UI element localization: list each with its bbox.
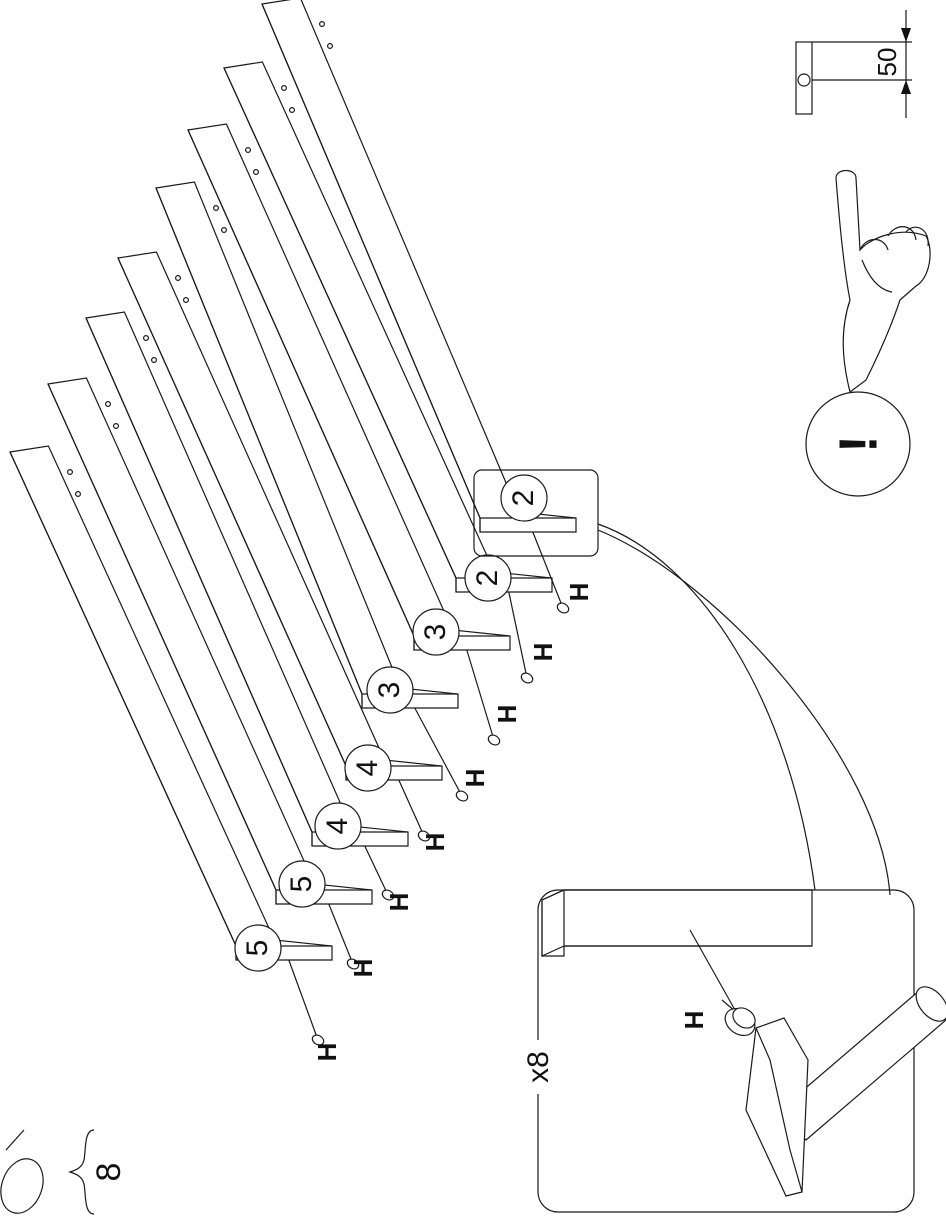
dowel-hole (151, 357, 158, 364)
dowel-hole (319, 21, 326, 28)
brace-icon (68, 1129, 95, 1215)
dowel-hole (183, 297, 190, 304)
board-7: H2 (223, 61, 558, 684)
dowel-hole (281, 84, 288, 91)
board-number-badge (412, 608, 460, 656)
board-number-badge (234, 924, 282, 972)
dimension-value: 50 (872, 48, 902, 77)
part-label: H (384, 893, 414, 912)
board-number: 3 (373, 682, 406, 699)
screw-leader (508, 591, 528, 679)
screw-leader (288, 959, 319, 1041)
hammer-icon (745, 986, 946, 1197)
part-label: H (492, 705, 522, 724)
dowel-hole (213, 205, 220, 212)
glide-screw-icon (0, 1129, 44, 1214)
dowel-hole (175, 275, 182, 282)
part-label: H (312, 1043, 342, 1062)
dowel-hole (221, 227, 228, 234)
board-6: H3 (187, 123, 522, 746)
dowel-hole (112, 423, 119, 430)
board-edge (223, 67, 552, 592)
detail-leader (689, 929, 736, 1011)
board-number: 2 (507, 490, 540, 507)
hardware-note: 8 (0, 1129, 128, 1215)
dimension-hole (797, 73, 811, 87)
screw-leader (414, 707, 463, 797)
glide-screw (455, 790, 469, 802)
board-2: H5 (47, 377, 378, 978)
glide-screw (346, 958, 360, 970)
board-edge (47, 383, 372, 904)
dowel-hole (66, 469, 73, 476)
board-8: H2 (261, 0, 594, 614)
board-number-badge (278, 860, 326, 908)
glide-screw (417, 830, 431, 842)
part-label: H (348, 959, 378, 978)
glide-screw-detail (721, 999, 756, 1037)
detail-quantity-label: x8 (522, 1051, 555, 1083)
glide-screw (311, 1034, 325, 1046)
screw-leader (532, 531, 564, 609)
glide-screw (556, 602, 570, 614)
dowel-hole (327, 42, 334, 49)
dowel-hole (253, 169, 260, 176)
dowel-hole (74, 491, 81, 498)
glide-screw (487, 734, 501, 746)
callout-curve-lower (597, 529, 891, 896)
board-number: 4 (351, 760, 384, 777)
warning-hint: ! (805, 169, 931, 497)
board-1: H5 (9, 445, 342, 1062)
board-edge (155, 187, 458, 708)
board-4: H4 (117, 251, 450, 852)
dimension-board-end (795, 41, 813, 115)
dowel-hole (289, 106, 296, 113)
detail-panel: H x8 (522, 889, 946, 1213)
board-number: 5 (241, 940, 274, 957)
board-number-badge (344, 744, 392, 792)
hardware-quantity: 8 (90, 1163, 128, 1182)
screw-leader (466, 649, 495, 741)
board-number-badge (366, 666, 414, 714)
dowel-hole (143, 335, 150, 342)
warning-bubble (805, 391, 911, 497)
screw-leader (398, 779, 425, 837)
board-edge (85, 317, 408, 846)
pointing-hand-icon (835, 169, 931, 394)
board-number: 5 (285, 876, 318, 893)
warning-symbol: ! (828, 435, 888, 453)
glide-screw (520, 672, 534, 684)
board-5: H3 (155, 181, 490, 802)
glide-screw (381, 889, 395, 901)
dowel-hole (245, 147, 252, 154)
part-label: H (460, 769, 490, 788)
board-number: 4 (321, 818, 354, 835)
highlight-frame (473, 469, 599, 557)
dowel-hole (104, 401, 111, 408)
part-label: H (528, 643, 558, 662)
callout-curves (473, 469, 891, 896)
part-label: H (564, 583, 594, 602)
board-number-badge (314, 802, 362, 850)
dimension-marker: 50 (795, 10, 912, 118)
board-number-badge (500, 474, 548, 522)
screw-leader (328, 903, 354, 965)
detail-part-label: H (679, 1011, 709, 1030)
callout-curve-upper (597, 523, 816, 891)
board-number-badge (464, 554, 512, 602)
screw-leader (364, 845, 389, 896)
part-label: H (420, 833, 450, 852)
board-3: H4 (85, 311, 414, 912)
board-number: 3 (419, 624, 452, 641)
board-number: 2 (471, 570, 504, 587)
board-edge (261, 3, 576, 532)
